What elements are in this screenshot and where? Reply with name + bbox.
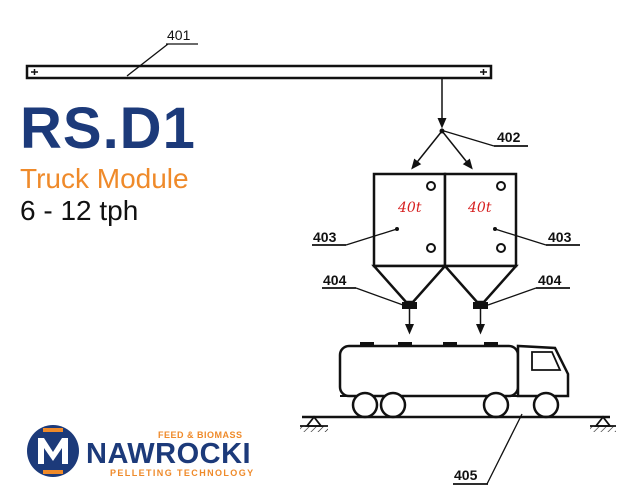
callout-401: 401 <box>126 27 198 77</box>
module-subtitle: Truck Module <box>20 163 189 194</box>
callout-label-402: 402 <box>497 129 521 145</box>
callout-405: 405 <box>453 413 523 485</box>
callout-402: 402 <box>443 129 528 147</box>
bin-left-capacity: 40t <box>397 200 422 216</box>
bin-right: 40t <box>442 172 519 304</box>
callout-label-405: 405 <box>454 467 478 483</box>
valve-right <box>473 302 488 335</box>
logo-tagline-top: FEED & BIOMASS <box>158 430 243 440</box>
valve-left <box>402 302 417 335</box>
nawrocki-m-icon <box>27 425 79 477</box>
callout-404-right: 404 <box>487 272 570 306</box>
ground-platform <box>300 415 616 432</box>
title-block: RS.D1 Truck Module 6 - 12 tph <box>20 100 196 226</box>
callout-label-401: 401 <box>167 27 191 43</box>
callout-label-404-left: 404 <box>323 272 347 288</box>
callout-label-404-right: 404 <box>538 272 562 288</box>
callout-404-left: 404 <box>322 272 404 306</box>
callout-403-left: 403 <box>312 228 398 246</box>
company-logo: FEED & BIOMASS NAWROCKI PELLETING TECHNO… <box>26 424 256 480</box>
logo-tagline-bottom: PELLETING TECHNOLOGY <box>110 468 255 478</box>
callout-label-403-right: 403 <box>548 229 572 245</box>
splitter <box>411 128 473 170</box>
capacity-range: 6 - 12 tph <box>20 195 139 226</box>
logo-wordmark: NAWROCKI <box>86 438 252 470</box>
bin-right-capacity: 40t <box>467 200 492 216</box>
callout-label-403-left: 403 <box>313 229 337 245</box>
overhead-rail <box>25 64 493 80</box>
bin-left: 40t <box>371 172 448 304</box>
callout-403-right: 403 <box>494 228 580 246</box>
model-title: RS.D1 <box>20 96 196 161</box>
tanker-truck <box>338 342 570 419</box>
